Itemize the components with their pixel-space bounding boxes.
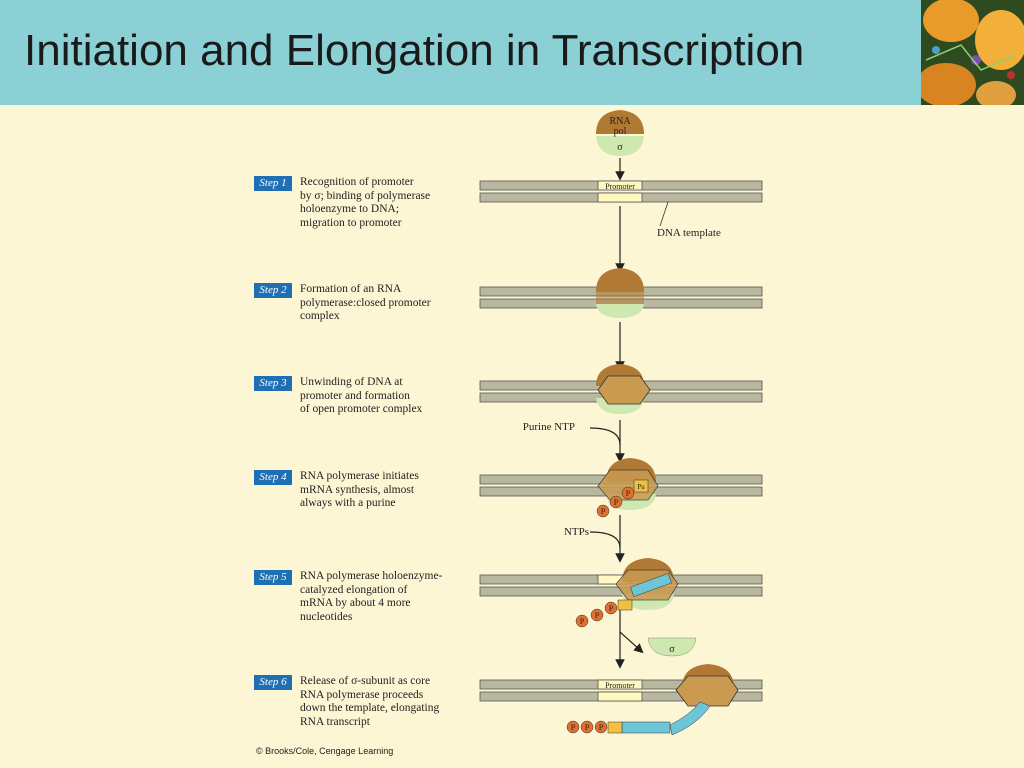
rnapol-label-2: pol bbox=[614, 126, 627, 137]
p-label: P bbox=[595, 611, 600, 620]
dna-step-1: Promoter DNA template bbox=[479, 180, 763, 239]
slide-title: Initiation and Elongation in Transcripti… bbox=[24, 26, 805, 75]
dna-step-2 bbox=[479, 268, 763, 318]
step-4-description: RNA polymerase initiates mRNA synthesis,… bbox=[300, 470, 419, 510]
p-label: P bbox=[585, 723, 590, 732]
dna-step-6: Promoter P P P bbox=[479, 664, 763, 736]
step-3-description: Unwinding of DNA at promoter and formati… bbox=[300, 376, 423, 416]
p-label: P bbox=[614, 498, 619, 507]
step-5-description: RNA polymerase holoenzyme- catalyzed elo… bbox=[300, 570, 443, 623]
released-sigma-label: σ bbox=[669, 644, 675, 655]
step-4-label: Step 4 bbox=[254, 470, 292, 485]
dna-step-4: Pu P P P NTPs bbox=[479, 458, 763, 538]
step-6-label: Step 6 bbox=[254, 675, 292, 690]
p-label: P bbox=[599, 723, 604, 732]
molecule-image bbox=[921, 0, 1024, 105]
corner-image bbox=[921, 0, 1024, 105]
step-1-label: Step 1 bbox=[254, 176, 292, 191]
free-rna-polymerase: RNA pol σ bbox=[596, 110, 644, 156]
step-2-label: Step 2 bbox=[254, 283, 292, 298]
sigma-label: σ bbox=[617, 142, 623, 153]
flow-arrows bbox=[589, 158, 644, 669]
ntps-label: NTPs bbox=[564, 526, 589, 538]
p-label: P bbox=[571, 723, 576, 732]
promoter-label-step6: Promoter bbox=[605, 681, 635, 690]
step-3-label: Step 3 bbox=[254, 376, 292, 391]
step-6-description: Release of σ-subunit as core RNA polymer… bbox=[300, 675, 440, 728]
purine-ntp-label: Purine NTP bbox=[523, 421, 575, 433]
step-2-description: Formation of an RNA polymerase:closed pr… bbox=[300, 283, 431, 323]
p-label: P bbox=[626, 489, 631, 498]
p-label: P bbox=[601, 507, 606, 516]
rnapol-label-1: RNA bbox=[609, 116, 631, 127]
p-label: P bbox=[580, 617, 585, 626]
copyright-credit: © Brooks/Cole, Cengage Learning bbox=[256, 746, 394, 756]
pu-label: Pu bbox=[637, 483, 645, 491]
promoter-label: Promoter bbox=[605, 182, 635, 191]
step-1-description: Recognition of promoter by σ; binding of… bbox=[300, 176, 431, 229]
dna-step-3: Purine NTP bbox=[479, 364, 763, 433]
p-label: P bbox=[609, 604, 614, 613]
dna-step-5: P P P σ bbox=[479, 558, 763, 657]
title-bar: Initiation and Elongation in Transcripti… bbox=[0, 0, 1024, 105]
dna-template-label: DNA template bbox=[657, 227, 721, 239]
step-5-label: Step 5 bbox=[254, 570, 292, 585]
